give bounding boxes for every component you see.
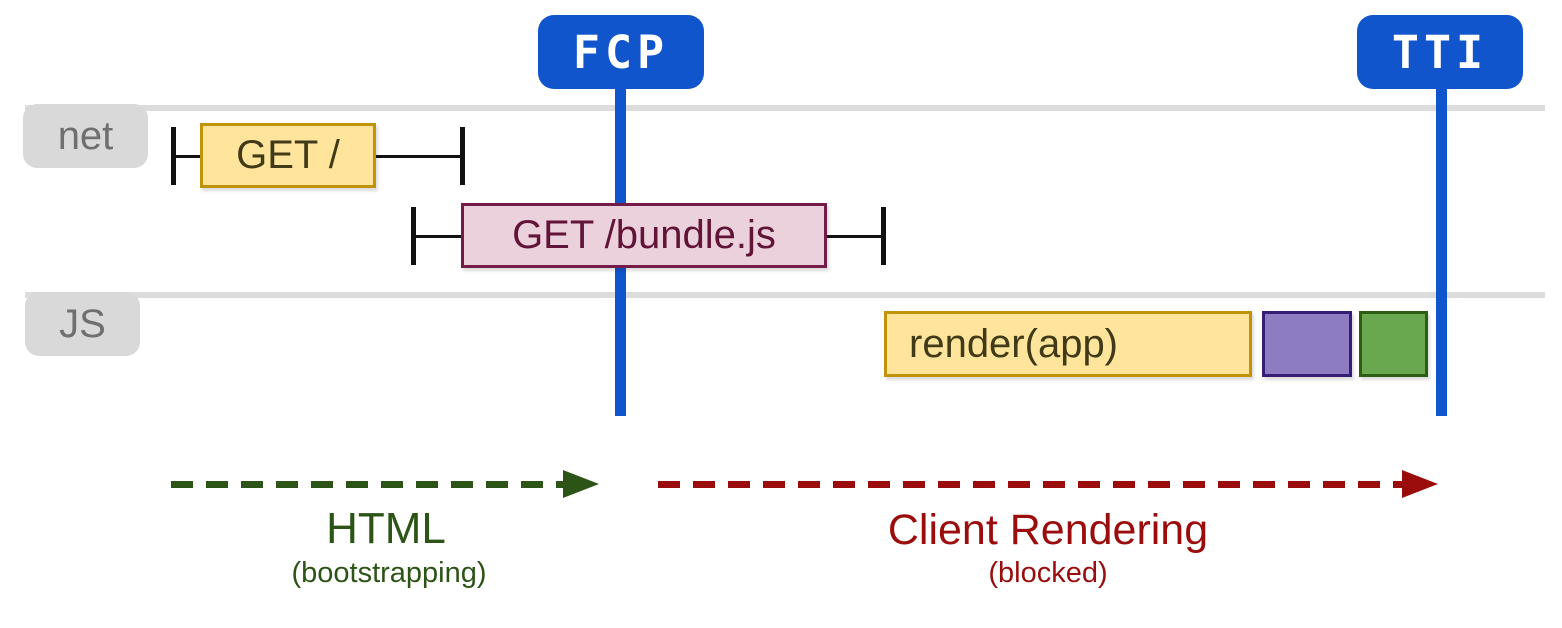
tti-marker-line (1436, 87, 1447, 416)
js-lane-line (25, 292, 1545, 298)
green-task-bar (1359, 311, 1428, 377)
get-bundle-range-start-tick (411, 207, 416, 265)
get-bundle-request-bar: GET /bundle.js (461, 203, 827, 268)
get-bundle-request-label: GET /bundle.js (512, 213, 776, 257)
tti-flag-label: TTI (1391, 25, 1489, 79)
net-lane-line (25, 105, 1545, 111)
render-app-task-bar: render(app) (884, 311, 1252, 377)
purple-task-bar (1262, 311, 1352, 377)
net-lane-label: net (23, 104, 148, 168)
fcp-flag: FCP (538, 15, 704, 89)
tti-flag: TTI (1357, 15, 1523, 89)
html-phase-arrow-line (171, 481, 563, 488)
net-lane-label-text: net (57, 113, 114, 158)
html-phase-arrowhead-icon (563, 470, 599, 498)
html-phase-subtitle: (bootstrapping) (291, 557, 487, 589)
get-root-request-label: GET / (236, 133, 340, 177)
js-lane-label: JS (25, 292, 140, 356)
get-bundle-range-connector-right (827, 235, 881, 238)
get-root-request-bar: GET / (200, 123, 376, 188)
get-bundle-range-connector-left (416, 235, 461, 238)
js-lane-label-text: JS (59, 301, 106, 346)
get-bundle-range-end-tick (881, 207, 886, 265)
get-root-range-start-tick (171, 127, 176, 185)
client-rendering-phase-subtitle: (blocked) (988, 557, 1108, 589)
fcp-flag-label: FCP (572, 25, 670, 79)
client-rendering-phase-title: Client Rendering (887, 506, 1209, 554)
render-app-task-label: render(app) (909, 321, 1119, 366)
get-root-range-connector-right (376, 155, 460, 158)
client-rendering-phase-arrowhead-icon (1402, 470, 1438, 498)
client-rendering-phase-arrow-line (658, 481, 1402, 488)
get-root-range-end-tick (460, 127, 465, 185)
get-root-range-connector-left (176, 155, 200, 158)
html-phase-title: HTML (326, 504, 446, 553)
